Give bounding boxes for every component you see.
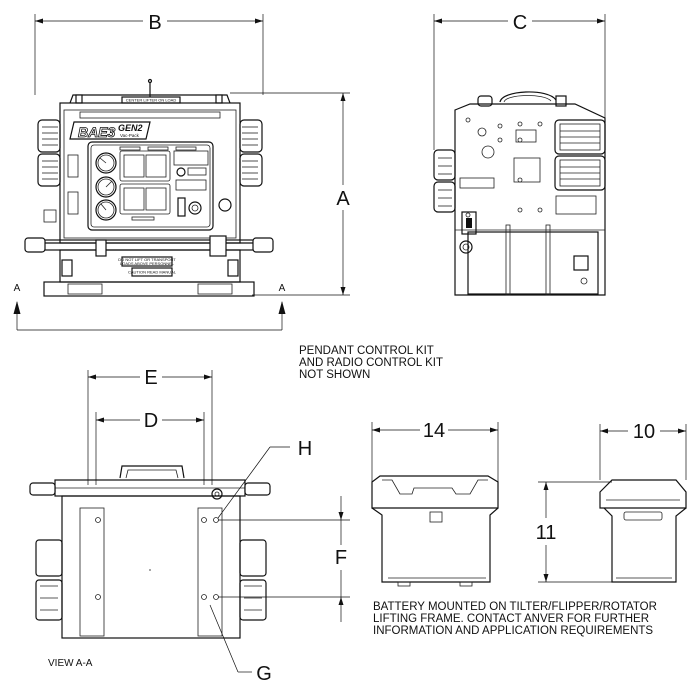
dimension-e-label: E <box>144 367 157 389</box>
side-holes <box>465 117 543 218</box>
side-view: C <box>433 12 606 296</box>
pendant-note: PENDANT CONTROL KIT AND RADIO CONTROL KI… <box>299 345 443 381</box>
dimension-d-label: D <box>144 410 158 432</box>
battery-note-line-3: INFORMATION AND APPLICATION REQUIREMENTS <box>373 625 653 637</box>
battery-note: BATTERY MOUNTED ON TILTER/FLIPPER/ROTATO… <box>373 601 657 637</box>
section-indicator: A A <box>13 283 286 331</box>
battery-note-line-2: LIFTING FRAME. CONTACT ANVER FOR FURTHER <box>373 613 649 625</box>
battery-front-view: 14 <box>371 420 499 587</box>
right-grille <box>239 119 263 187</box>
callout-h-label: H <box>298 438 312 460</box>
model-name: GEN2 <box>118 123 143 133</box>
callout-g-label: G <box>256 663 272 685</box>
dimension-c-label: C <box>513 12 527 34</box>
dimension-14-label: 14 <box>423 420 445 442</box>
gauges <box>95 152 117 221</box>
center-lifter-label: CENTER LIFTER ON LOAD <box>126 98 177 103</box>
side-grilles <box>554 119 606 191</box>
brand-logo: BAE3 GEN2 Vac-Pack <box>69 121 151 140</box>
left-grille <box>37 119 61 187</box>
dimension-f-label: F <box>335 547 347 569</box>
brand-name: BAE3 <box>78 124 116 140</box>
caution-label: CAUTION READ MANUAL <box>128 270 177 275</box>
section-mark-left: A <box>14 283 21 294</box>
section-mark-right: A <box>279 283 286 294</box>
pendant-note-line-3: NOT SHOWN <box>299 369 370 381</box>
pendant-note-line-2: AND RADIO CONTROL KIT <box>299 357 443 369</box>
dimension-a-label: A <box>336 188 350 210</box>
section-view-a-a: E D H F <box>29 367 350 685</box>
view-label: VIEW A-A <box>48 658 93 669</box>
dimension-b-label: B <box>148 12 161 34</box>
no-lift-label-1: DO NOT LIFT OR TRANSPORT <box>118 257 176 262</box>
dimension-11-label: 11 <box>536 522 557 544</box>
dimension-10-label: 10 <box>633 421 655 443</box>
pendant-note-line-1: PENDANT CONTROL KIT <box>299 345 434 357</box>
battery-note-line-1: BATTERY MOUNTED ON TILTER/FLIPPER/ROTATO… <box>373 601 657 613</box>
no-lift-label-2: LOADS ABOVE PERSONNEL <box>120 261 175 266</box>
model-sub: Vac-Pack <box>120 133 140 138</box>
battery-side-view: 10 11 <box>536 421 687 583</box>
front-view: B A CENTER LIFTER ON LOAD BAE3 GEN2 Vac-… <box>13 12 350 331</box>
